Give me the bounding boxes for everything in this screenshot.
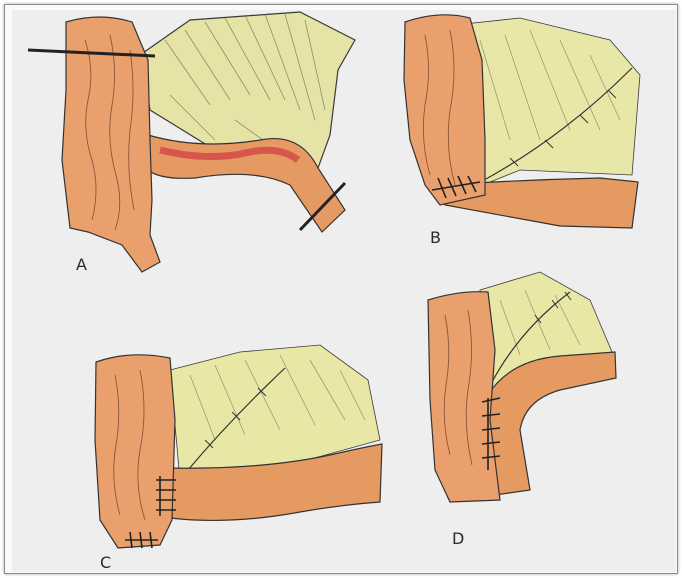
label-d: D [452,529,464,548]
label-a: A [76,255,87,274]
label-b: B [430,228,441,247]
colon-d [428,292,500,502]
label-c: C [100,553,111,572]
colon-c [95,355,175,548]
